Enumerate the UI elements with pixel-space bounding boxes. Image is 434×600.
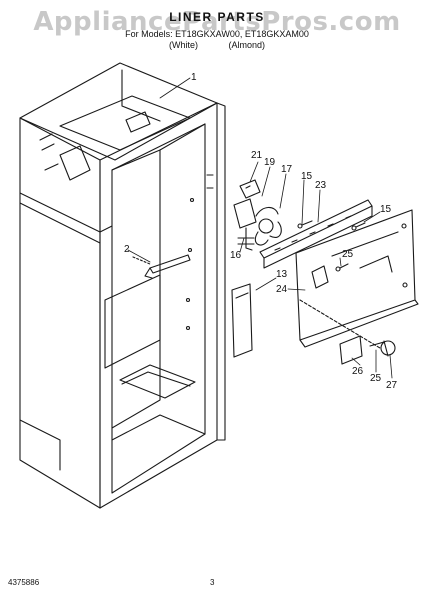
- variant-white: (White): [168, 40, 198, 50]
- callout-19: 19: [264, 157, 276, 168]
- watermark: AppliancePartsPros.com: [33, 7, 401, 37]
- callout-1: 1: [191, 72, 197, 83]
- callout-labels: 1 2 13 15 15 16 17 19 21 23 24 25 25 26 …: [124, 72, 398, 391]
- duct-cover: [295, 209, 419, 348]
- page-number: 3: [210, 578, 215, 587]
- leader-lines: [127, 77, 393, 379]
- callout-2: 2: [124, 244, 130, 255]
- screws: [245, 185, 366, 272]
- light-housing: [259, 199, 373, 269]
- color-variants: (White) (Almond): [0, 40, 434, 50]
- liner-cabinet: [19, 62, 226, 509]
- variant-almond: (Almond): [228, 40, 266, 50]
- callout-27: 27: [386, 380, 398, 391]
- callout-24: 24: [276, 284, 288, 295]
- callout-23: 23: [315, 180, 327, 191]
- callout-25-upper: 25: [342, 249, 354, 260]
- page-title: LINER PARTS: [169, 10, 265, 24]
- callout-16: 16: [230, 250, 242, 261]
- callout-15-right: 15: [380, 204, 392, 215]
- fan-motor-assembly: [233, 179, 282, 251]
- callout-25-lower: 25: [370, 373, 382, 384]
- control-knob-assembly: [299, 299, 396, 365]
- callout-17: 17: [281, 164, 293, 175]
- liner-strip: [231, 283, 253, 358]
- callout-15-upper: 15: [301, 171, 313, 182]
- model-list: For Models: ET18GKXAW00, ET18GKXAM00: [125, 29, 309, 39]
- callout-13: 13: [276, 269, 288, 280]
- document-part-number: 4375886: [8, 578, 40, 587]
- callout-26: 26: [352, 366, 364, 377]
- bracket: [132, 254, 191, 279]
- callout-21: 21: [251, 150, 263, 161]
